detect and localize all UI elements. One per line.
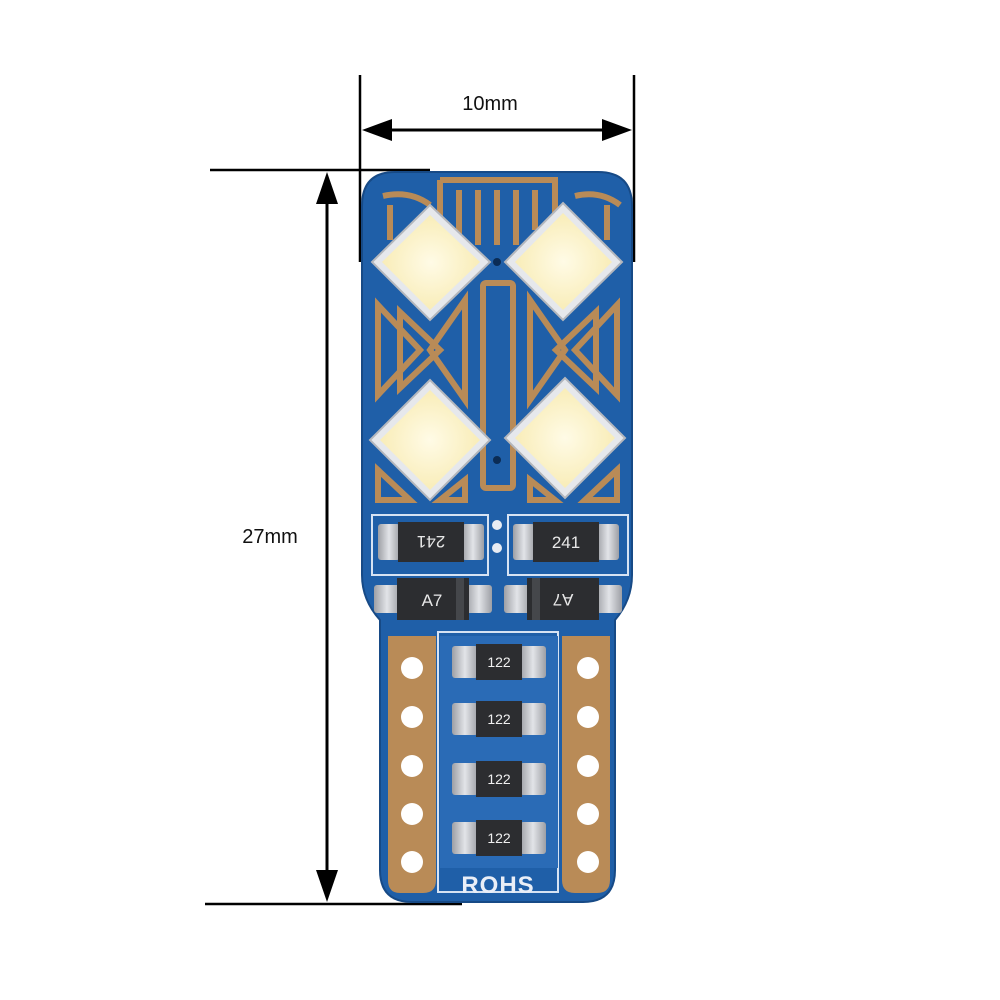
- height-dimension: 27mm: [205, 168, 462, 906]
- smd-resistor: 122: [452, 644, 546, 680]
- resistor-row-top: 241 241: [378, 520, 619, 562]
- led-chip: [370, 203, 492, 322]
- led-chip: [368, 378, 492, 502]
- center-trace: [480, 280, 516, 491]
- arrow-down-icon: [316, 870, 338, 902]
- smd-resistor: 122: [452, 820, 546, 856]
- resistor-code: 122: [487, 830, 511, 846]
- copper-traces-top: [382, 177, 622, 250]
- led-chip: [503, 376, 627, 500]
- smd-resistor: 241: [378, 522, 484, 562]
- contact-pad-right: [562, 636, 610, 893]
- resistor-code: 122: [487, 654, 511, 670]
- arrow-left-icon: [362, 119, 392, 141]
- smd-resistor: 241: [513, 522, 619, 562]
- smd-resistor: 122: [452, 701, 546, 737]
- smd-resistor: 122: [452, 761, 546, 797]
- resistor-code: 122: [487, 711, 511, 727]
- width-label: 10mm: [462, 93, 518, 115]
- led-chip: [503, 201, 624, 322]
- resistor-code: 241: [552, 533, 580, 552]
- smd-led-chips: [368, 201, 627, 502]
- height-label: 27mm: [242, 526, 298, 548]
- resistor-code: 241: [417, 532, 445, 551]
- smd-diode: A7: [504, 578, 622, 620]
- arrow-up-icon: [316, 172, 338, 204]
- silkscreen-label: ROHS: [461, 872, 534, 899]
- smd-diode: A7: [374, 578, 492, 620]
- led-pcb: 241 241 A7: [361, 171, 633, 903]
- diode-row: A7 A7: [374, 578, 622, 620]
- arrow-right-icon: [602, 119, 632, 141]
- resistor-column-bottom: 122 122 122 122: [452, 644, 546, 856]
- diode-code: A7: [422, 591, 443, 610]
- resistor-code: 122: [487, 771, 511, 787]
- copper-traces-middle: [375, 290, 620, 503]
- width-dimension: 10mm: [358, 75, 636, 262]
- diode-code: A7: [553, 590, 574, 609]
- contact-pad-left: [388, 636, 436, 893]
